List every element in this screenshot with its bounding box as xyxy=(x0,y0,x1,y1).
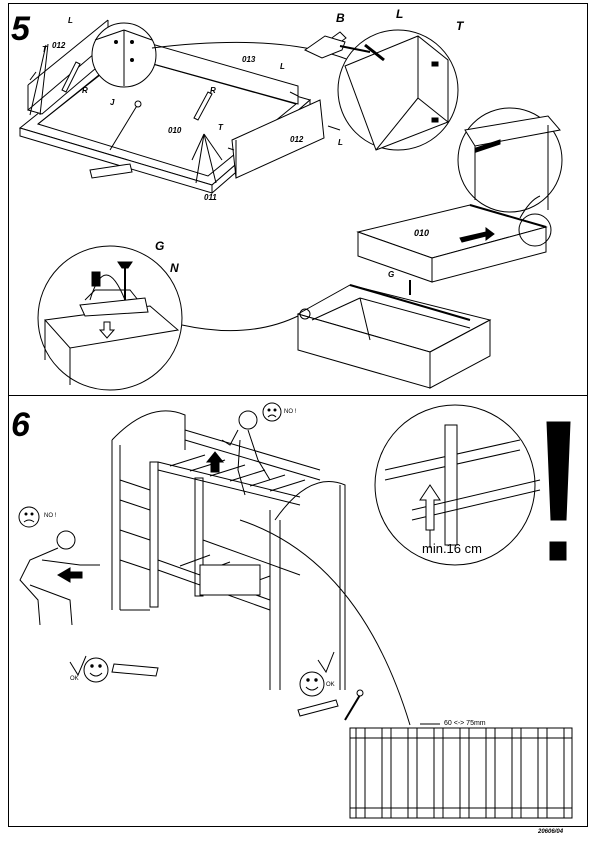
label-B: B xyxy=(336,11,345,25)
label-T-3: T xyxy=(456,19,464,33)
detail-circle-insert xyxy=(457,107,563,213)
page-frame xyxy=(8,3,588,827)
label-N: N xyxy=(170,261,179,275)
step-number-6: 6 xyxy=(11,406,30,444)
detail-circle-screwdriver xyxy=(317,29,459,151)
step-number-5: 5 xyxy=(11,10,30,48)
label-no-left: NO ! xyxy=(44,513,57,519)
crouching-person xyxy=(19,530,100,626)
label-part-012-right: 012 xyxy=(290,135,304,144)
detail-circle-bracket xyxy=(37,245,183,391)
label-ok-1: OK xyxy=(70,676,79,682)
label-L-circle: L xyxy=(396,7,404,21)
sad-face-top xyxy=(262,402,282,422)
label-ok-2: OK xyxy=(326,682,335,688)
happy-face-2 xyxy=(297,651,364,721)
label-part-010: 010 xyxy=(168,126,182,135)
document-code: 20606/04 xyxy=(538,829,564,835)
label-G-2: G xyxy=(388,270,395,279)
exclamation-icon xyxy=(546,421,571,561)
label-slat-gap: 60 <-> 75mm xyxy=(444,720,486,727)
happy-face-1 xyxy=(69,655,159,683)
label-part-012-left: 012 xyxy=(52,41,66,50)
label-J: J xyxy=(110,98,115,107)
label-L-1: L xyxy=(68,16,73,25)
slat-base-detail xyxy=(349,723,573,819)
label-T-2: T xyxy=(218,123,223,132)
leader-curve-2 xyxy=(519,195,541,219)
drawer-box-010 xyxy=(356,204,552,283)
drawer-open-view xyxy=(296,280,492,389)
label-L-3: L xyxy=(338,138,343,147)
label-part-010-box: 010 xyxy=(414,228,430,238)
label-G-1: G xyxy=(155,239,165,253)
sad-face-left xyxy=(18,506,40,528)
detail-circle-corner xyxy=(91,22,157,88)
label-T-1: T xyxy=(42,45,47,54)
detail-circle-height xyxy=(374,404,541,566)
label-L-2: L xyxy=(280,62,285,71)
label-no-top: NO ! xyxy=(284,409,297,415)
label-R-2: R xyxy=(210,86,216,95)
leader-curve-3 xyxy=(181,314,301,332)
label-part-013: 013 xyxy=(242,55,256,64)
label-R-1: R xyxy=(82,86,88,95)
child-on-top-bunk xyxy=(205,410,271,496)
label-part-011: 011 xyxy=(204,193,217,202)
label-min-height: min.16 cm xyxy=(422,541,482,556)
bunk-bed xyxy=(111,410,346,690)
step-divider xyxy=(8,395,588,396)
leader-curve-step6 xyxy=(239,519,411,726)
